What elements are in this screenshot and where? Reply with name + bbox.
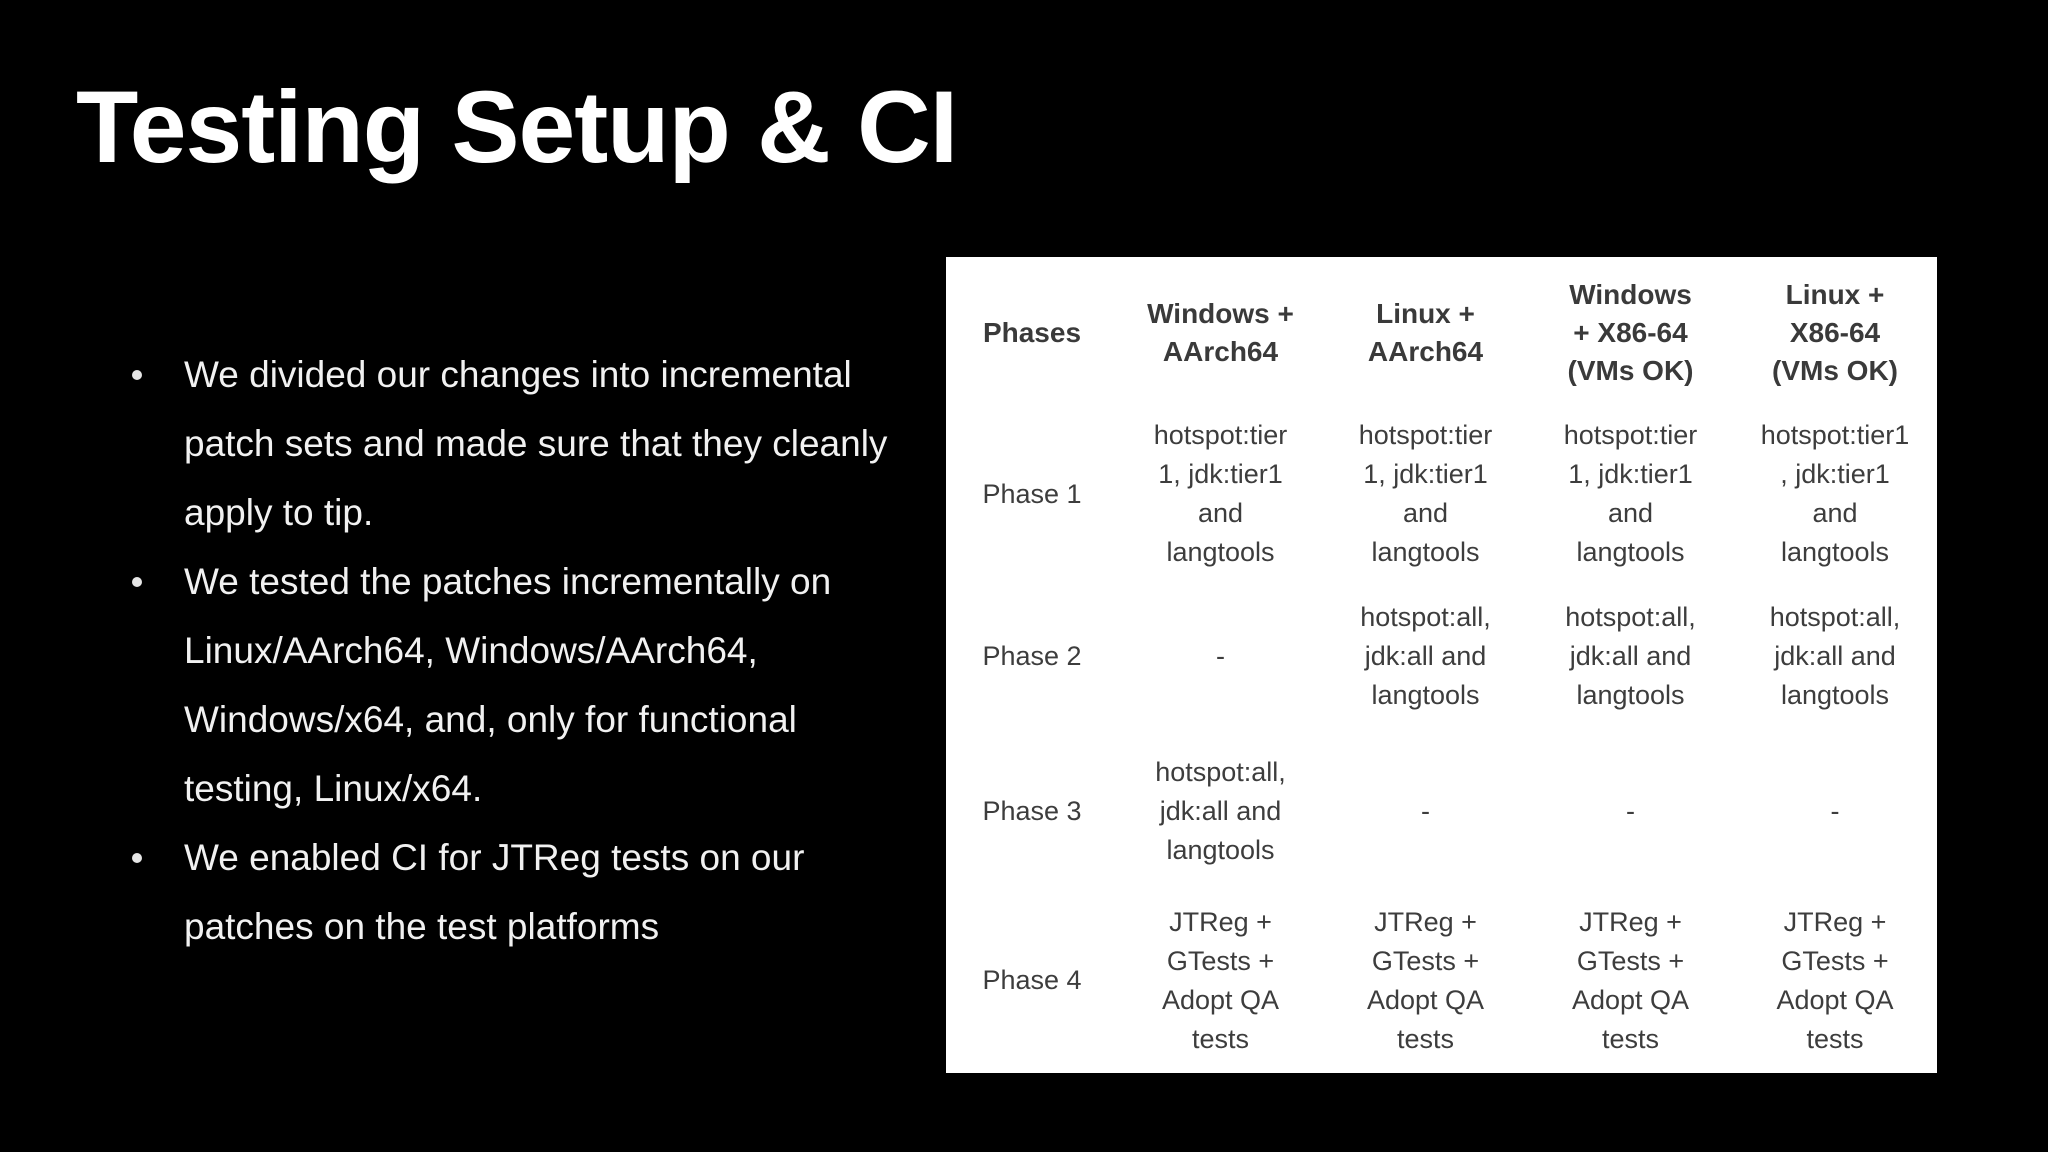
bullet-icon <box>132 370 142 380</box>
column-header-windows-x86-64: Windows + X86-64 (VMs OK) <box>1567 279 1694 386</box>
table-cell: JTReg + GTests + Adopt QA tests <box>1571 906 1690 1054</box>
table-cell: hotspot:all, jdk:all and langtools <box>1565 602 1696 710</box>
row-label: Phase 1 <box>982 478 1082 509</box>
table-cell: hotspot:all, jdk:all and langtools <box>1360 602 1491 710</box>
table-cell: JTReg + GTests + Adopt QA tests <box>1161 906 1280 1054</box>
table-cell: hotspot:all, jdk:all and langtools <box>1769 602 1901 710</box>
slide-title: Testing Setup & CI <box>76 70 958 184</box>
phases-table: Phases Windows + AArch64 Linux + AArch64… <box>946 257 1937 1073</box>
column-header-linux-aarch64: Linux + AArch64 <box>1367 298 1484 367</box>
column-header-linux-x86-64: Linux + X86-64 (VMs OK) <box>1772 279 1898 386</box>
table-cell: hotspot:tier1 , jdk:tier1 and langtools <box>1760 420 1910 567</box>
table-row-phase-3: Phase 3 hotspot:all, jdk:all and langtoo… <box>946 734 1937 888</box>
table-cell: - <box>1830 795 1840 826</box>
test-matrix-table: Phases Windows + AArch64 Linux + AArch64… <box>946 257 1937 1073</box>
table-cell: JTReg + GTests + Adopt QA tests <box>1776 906 1894 1054</box>
table-header-row: Phases Windows + AArch64 Linux + AArch64… <box>946 257 1937 409</box>
bullet-text: We divided our changes into incremental … <box>184 354 888 533</box>
column-header-windows-aarch64: Windows + AArch64 <box>1147 298 1294 367</box>
bullet-icon <box>132 853 142 863</box>
bullet-list: We divided our changes into incremental … <box>130 340 960 961</box>
table-row-phase-2: Phase 2 - hotspot:all, jdk:all and langt… <box>946 579 1937 734</box>
table-cell: - <box>1421 795 1430 826</box>
table-cell: hotspot:tier 1, jdk:tier1 and langtools <box>1563 420 1698 567</box>
bullet-item: We enabled CI for JTReg tests on our pat… <box>130 823 960 961</box>
row-label: Phase 2 <box>982 641 1082 671</box>
table-cell: - <box>1216 641 1225 671</box>
table-cell: JTReg + GTests + Adopt QA tests <box>1366 906 1485 1054</box>
row-label: Phase 4 <box>982 965 1082 995</box>
bullet-item: We tested the patches incrementally on L… <box>130 547 960 823</box>
bullet-text: We tested the patches incrementally on L… <box>184 561 832 809</box>
table-row-phase-1: Phase 1 hotspot:tier 1, jdk:tier1 and la… <box>946 409 1937 579</box>
table-cell: hotspot:tier 1, jdk:tier1 and langtools <box>1358 420 1493 567</box>
table-row-phase-4: Phase 4 JTReg + GTests + Adopt QA tests … <box>946 888 1937 1073</box>
bullet-text: We enabled CI for JTReg tests on our pat… <box>184 837 805 947</box>
row-label: Phase 3 <box>982 795 1082 826</box>
table-cell: - <box>1626 795 1635 826</box>
bullet-item: We divided our changes into incremental … <box>130 340 960 547</box>
table-cell: hotspot:tier 1, jdk:tier1 and langtools <box>1153 420 1288 567</box>
bullet-icon <box>132 577 142 587</box>
column-header-phases: Phases <box>982 317 1082 348</box>
table-cell: hotspot:all, jdk:all and langtools <box>1155 756 1286 865</box>
